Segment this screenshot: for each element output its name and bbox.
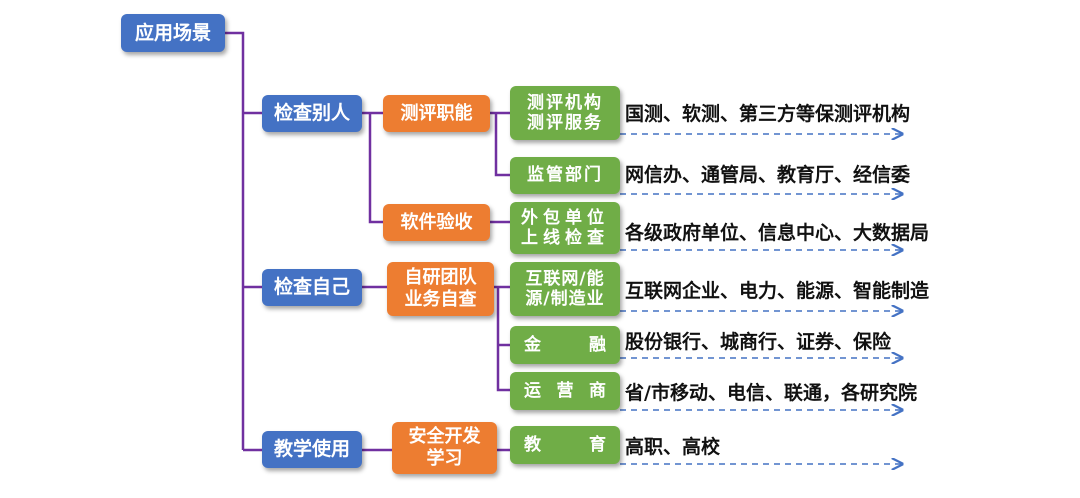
- node-check-self-label: 检查自己: [273, 276, 350, 299]
- node-finance: 金 融: [510, 326, 620, 364]
- node-secure-dev-line1: 安全开发: [408, 426, 481, 448]
- node-check-others-label: 检查别人: [273, 102, 350, 125]
- node-eval-org: 测评机构 测评服务: [510, 86, 620, 140]
- node-acceptance-label: 软件验收: [400, 211, 473, 233]
- node-outsourcing-line1: 外包单位: [521, 207, 609, 228]
- node-secure-dev: 安全开发 学习: [392, 422, 497, 474]
- node-check-self: 检查自己: [262, 269, 362, 306]
- root-node: 应用场景: [121, 14, 225, 52]
- node-self-team-line1: 自研团队: [404, 267, 477, 289]
- desc-regulator: 网信办、通管局、教育厅、经信委: [625, 164, 911, 186]
- node-education-right: 育: [589, 434, 606, 455]
- desc-education: 高职、高校: [625, 436, 721, 458]
- node-finance-right: 融: [589, 334, 606, 355]
- node-regulator-label: 监管部门: [527, 165, 603, 186]
- node-self-team: 自研团队 业务自查: [387, 262, 494, 316]
- node-self-team-line2: 业务自查: [404, 289, 477, 310]
- node-internet-line2: 源/制造业: [525, 289, 605, 309]
- node-teaching: 教学使用: [262, 431, 362, 468]
- node-operator: 运 营 商: [510, 372, 620, 410]
- node-eval-org-line2: 测评服务: [527, 113, 603, 133]
- node-eval-function: 测评职能: [383, 95, 490, 132]
- node-operator-char3: 商: [589, 380, 606, 401]
- node-operator-char2: 营: [556, 380, 574, 401]
- node-operator-char1: 运: [524, 380, 541, 401]
- desc-outsourcing: 各级政府单位、信息中心、大数据局: [625, 222, 930, 244]
- node-secure-dev-line2: 学习: [426, 448, 463, 469]
- node-education-left: 教: [524, 434, 541, 455]
- node-internet-line1: 互联网/能: [525, 268, 605, 289]
- node-teaching-label: 教学使用: [273, 438, 350, 461]
- node-acceptance: 软件验收: [383, 204, 490, 241]
- dashed-arrows: [620, 134, 902, 464]
- root-trunk-line: [225, 31, 245, 450]
- node-outsourcing-line2: 上线检查: [521, 228, 609, 248]
- desc-finance: 股份银行、城商行、证券、保险: [625, 331, 892, 353]
- node-education: 教 育: [510, 426, 620, 464]
- tree-connectors: [225, 31, 510, 452]
- desc-internet: 互联网企业、电力、能源、智能制造: [625, 280, 930, 302]
- desc-eval-org: 国测、软测、第三方等保测评机构: [625, 103, 911, 125]
- root-label: 应用场景: [134, 21, 211, 44]
- node-eval-org-line1: 测评机构: [527, 92, 603, 113]
- node-internet: 互联网/能 源/制造业: [510, 262, 620, 316]
- node-check-others: 检查别人: [262, 95, 362, 132]
- branch-line-acceptance: [368, 113, 383, 224]
- node-outsourcing: 外包单位 上线检查: [510, 202, 620, 254]
- branch-line-operator: [496, 287, 510, 392]
- desc-operator: 省/市移动、电信、联通，各研究院: [625, 382, 917, 404]
- branch-line-regulator: [494, 113, 510, 177]
- node-finance-left: 金: [524, 334, 541, 355]
- node-regulator: 监管部门: [510, 157, 620, 194]
- node-eval-function-label: 测评职能: [400, 102, 473, 124]
